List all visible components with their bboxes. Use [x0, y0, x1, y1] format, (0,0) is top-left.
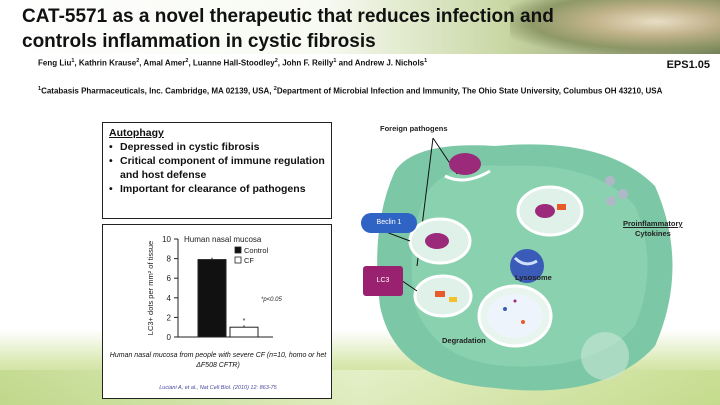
author-separator: ,	[277, 58, 283, 68]
foreign-pathogens-label: Foreign pathogens	[380, 124, 448, 133]
bullet-item: Critical component of immune regulation …	[109, 154, 325, 182]
y-tick-label: 10	[162, 235, 171, 244]
y-tick-label: 6	[167, 274, 172, 283]
lysosome-icon	[510, 249, 544, 283]
autophagy-heading: Autophagy	[109, 127, 164, 139]
cytokine-icon	[606, 196, 616, 206]
cytokine-icon	[605, 176, 615, 186]
y-tick-label: 0	[167, 333, 172, 342]
author-name: Feng Liu	[38, 58, 72, 68]
diagram-graphic	[369, 137, 673, 391]
header-photo	[510, 0, 720, 54]
fragment	[503, 307, 507, 311]
author-name: Andrew J. Nichols	[354, 58, 425, 68]
author-separator: ,	[188, 58, 193, 68]
significance-marker: *	[243, 318, 246, 325]
legend-label: Control	[244, 246, 269, 255]
affil-sup-2: 2	[273, 86, 277, 92]
author-sup: 2	[185, 58, 189, 64]
y-tick-label: 8	[167, 255, 172, 264]
y-axis-label: LC3+ dots per mm² of tissue	[146, 241, 155, 335]
affil-text-1: Catabasis Pharmaceuticals, Inc. Cambridg…	[41, 86, 274, 96]
author-name: Luanne Hall-Stoodley	[192, 58, 275, 68]
autophagy-box: Autophagy Depressed in cystic fibrosis C…	[102, 122, 332, 219]
author-name: Amal Amer	[143, 58, 186, 68]
author-sup: 2	[136, 58, 140, 64]
cytokines-label: Cytokines	[635, 229, 671, 238]
bar-cf	[229, 326, 259, 338]
citation: Luciani A, et al., Nat Cell Biol. (2010)…	[159, 385, 277, 391]
page-title: CAT-5571 as a novel therapeutic that red…	[22, 6, 554, 52]
degradation-label: Degradation	[442, 336, 486, 345]
fragment	[521, 320, 525, 324]
chart-title: Human nasal mucosa	[184, 235, 262, 244]
cytokine-icon	[618, 189, 628, 199]
bar-control	[197, 259, 227, 338]
author-sup: 1	[71, 58, 75, 64]
lysosome-label: Lysosome	[515, 273, 552, 282]
affil-sup-1: 1	[38, 86, 42, 92]
author-sup: 1	[333, 58, 337, 64]
affil-text-2: Department of Microbial Infection and Im…	[276, 86, 663, 96]
bullet-item: Important for clearance of pathogens	[109, 182, 325, 196]
p-value-note: *p<0.05	[261, 297, 283, 303]
legend-swatch	[234, 246, 242, 254]
author-separator: and	[336, 58, 355, 68]
y-tick-label: 4	[167, 294, 172, 303]
legend-swatch	[234, 256, 242, 264]
vesicle-membrane	[444, 169, 491, 182]
author-name: Kathrin Krause	[78, 58, 137, 68]
poster-code: EPS1.05	[666, 59, 710, 71]
cargo-icon	[435, 291, 445, 297]
fragment	[513, 299, 517, 303]
affiliations: 1Catabasis Pharmaceuticals, Inc. Cambrid…	[38, 84, 678, 97]
autophagy-diagram: Foreign pathogens Beclin 1 LC3 Proinflam…	[355, 116, 685, 396]
legend-label: CF	[244, 256, 254, 265]
author-sup: 2	[274, 58, 278, 64]
lysosome-detail	[513, 256, 538, 266]
author-list: Feng Liu1, Kathrin Krause2, Amal Amer2, …	[38, 58, 427, 68]
author-separator: ,	[139, 58, 144, 68]
proinflammatory-label: Proinflammatory	[623, 219, 683, 228]
y-tick-label: 2	[167, 313, 172, 322]
bullet-item: Depressed in cystic fibrosis	[109, 140, 325, 154]
degradation-vesicle	[487, 294, 543, 338]
beclin-badge: Beclin 1	[361, 213, 417, 233]
nucleus	[581, 332, 629, 380]
chart-caption: Human nasal mucosa from people with seve…	[109, 352, 327, 369]
engulfed-pathogen-icon	[425, 233, 449, 249]
engulfed-pathogen-icon	[535, 204, 555, 218]
author-name: John F. Reilly	[282, 58, 334, 68]
autophagy-bullets: Depressed in cystic fibrosis Critical co…	[109, 140, 325, 196]
cargo-icon	[449, 297, 457, 302]
pathogen-icon	[449, 153, 481, 175]
lc3-badge: LC3	[363, 266, 403, 296]
author-sup: 1	[424, 58, 428, 64]
cargo-icon	[557, 204, 566, 210]
author-separator: ,	[74, 58, 79, 68]
